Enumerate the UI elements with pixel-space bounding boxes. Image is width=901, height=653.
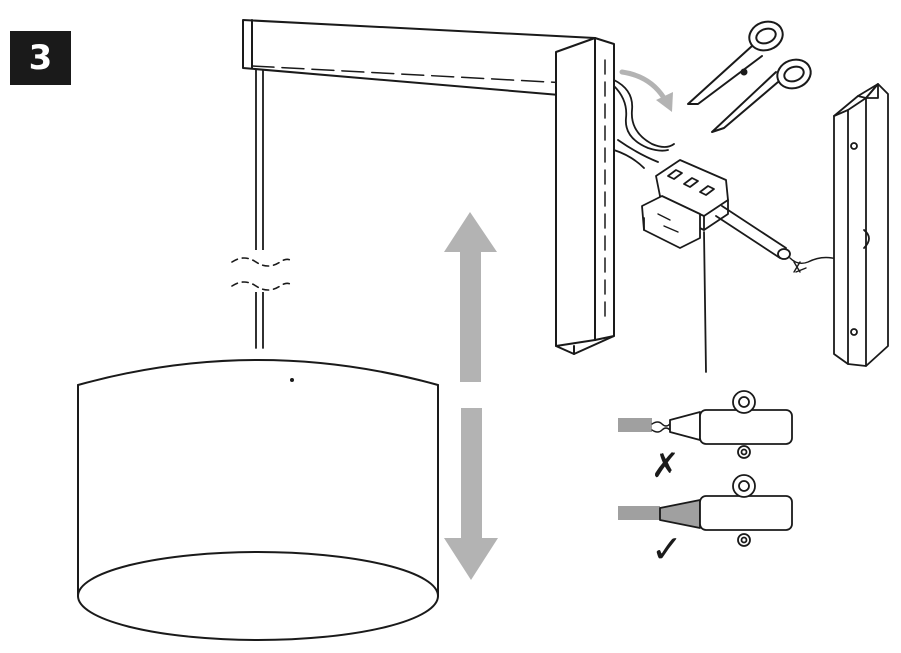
cable: [613, 79, 675, 169]
check-icon: ✓: [651, 527, 683, 571]
scissors-icon: [687, 20, 812, 133]
wrong-wire-example: [618, 390, 793, 459]
lamp-shade: [77, 359, 439, 641]
cross-icon: ✗: [651, 446, 680, 486]
vertical-rail: [555, 37, 615, 355]
ceiling-rail: [242, 19, 596, 99]
up-down-arrow-icon: [444, 212, 498, 580]
correct-wire-example: [618, 474, 793, 547]
step-number-badge: 3: [10, 31, 71, 85]
curved-arrow-icon: [619, 69, 673, 112]
connector-block: [641, 159, 863, 373]
wall-bracket: [833, 83, 889, 367]
suspension-cord: [230, 69, 291, 349]
